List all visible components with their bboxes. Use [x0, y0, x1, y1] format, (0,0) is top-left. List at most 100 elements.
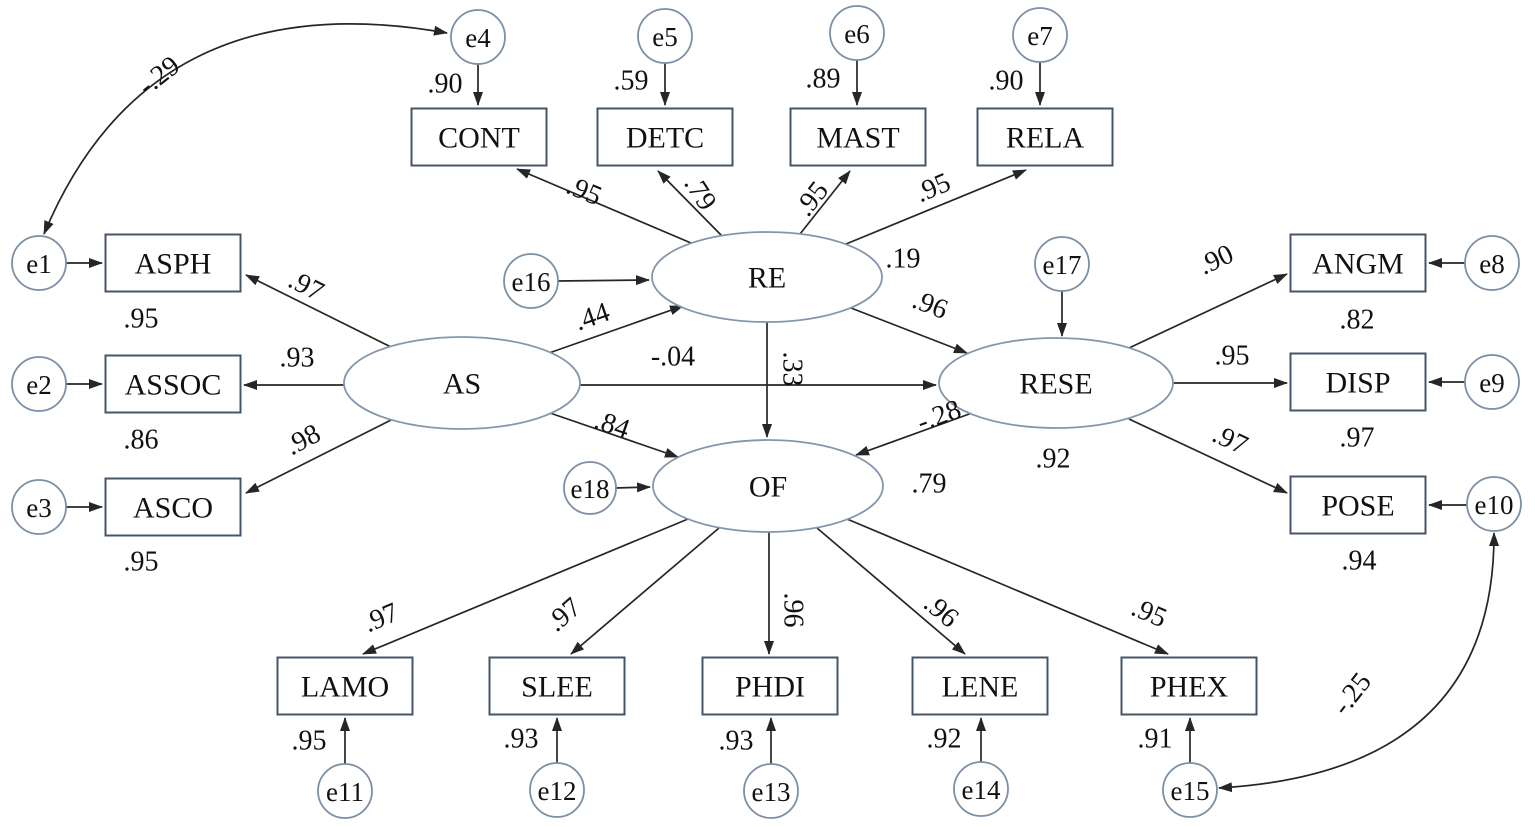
error-terms: e1 e2 e3 e4 e5 e6 e7 e8 e9 e10 e11 e12 e…: [11, 5, 1522, 819]
observed-assoc-label: ASSOC: [125, 369, 222, 402]
observed-slee-shape: [488, 656, 626, 716]
observed-angm-label: ANGM: [1312, 248, 1404, 281]
observed-asph: ASPH .95: [104, 233, 242, 335]
arrow-of-slee: [570, 527, 720, 655]
error-e13-shape: [743, 763, 799, 819]
error-e3-label: e3: [26, 493, 51, 523]
latent-of: OF .79: [652, 439, 947, 533]
arrow-of-lene: [816, 527, 966, 655]
arrow-as-asph: [245, 274, 392, 348]
observed-pose-shape: [1289, 475, 1427, 535]
observed-slee: SLEE .93: [488, 656, 626, 755]
arrow-rese-of: [855, 412, 973, 456]
observed-lene-shape: [911, 656, 1049, 716]
observed-disp-shape: [1289, 352, 1427, 412]
error-e13-label: e13: [752, 777, 791, 807]
observed-rela-r2: .90: [989, 66, 1024, 97]
observed-phex-r2: .91: [1138, 724, 1173, 755]
latent-re-r2: .19: [886, 244, 921, 275]
observed-asco-r2: .95: [124, 547, 159, 578]
observed-phex: PHEX .91: [1120, 656, 1258, 755]
observed-rela: RELA .90: [976, 66, 1114, 167]
latent-as: AS: [343, 336, 581, 430]
error-e6-label: e6: [844, 19, 869, 49]
observed-cont: CONT .90: [410, 69, 548, 167]
latent-re-shape: [651, 231, 883, 323]
error-e14-shape: [953, 761, 1009, 817]
observed-detc-r2: .59: [614, 66, 649, 97]
latent-of-label: OF: [749, 471, 787, 504]
observed-angm: ANGM .82: [1289, 233, 1427, 336]
observed-slee-r2: .93: [504, 724, 539, 755]
observed-mast-r2: .89: [806, 64, 841, 95]
path-as-rese: -.04: [651, 342, 695, 373]
error-e6-shape: [829, 5, 885, 61]
error-e1-label: e1: [26, 249, 51, 279]
observed-slee-label: SLEE: [521, 671, 593, 704]
observed-disp-r2: .97: [1340, 423, 1375, 454]
observed-rela-shape: [976, 107, 1114, 167]
loading-arrows: [243, 168, 1288, 655]
arrow-of-lamo: [362, 518, 689, 655]
arrow-re-mast: [799, 170, 851, 235]
loading-as-assoc: .93: [280, 343, 315, 374]
arrow-re-rese: [850, 307, 968, 354]
error-e4-label: e4: [465, 23, 491, 53]
error-e11-shape: [317, 763, 373, 819]
error-e17-shape: [1034, 236, 1090, 292]
observed-assoc-r2: .86: [124, 425, 159, 456]
observed-phdi-shape: [701, 656, 839, 716]
latent-of-shape: [652, 439, 884, 533]
error-e18-shape: [563, 461, 617, 515]
error-e2-shape: [11, 356, 67, 412]
observed-angm-shape: [1289, 233, 1427, 293]
observed-detc-shape: [596, 107, 734, 167]
observed-cont-shape: [410, 107, 548, 167]
error-e15-shape: [1162, 762, 1218, 818]
observed-angm-r2: .82: [1340, 305, 1375, 336]
error-e5-label: e5: [652, 22, 677, 52]
error-e8-label: e8: [1479, 249, 1504, 279]
observed-lamo-r2: .95: [292, 726, 327, 757]
observed-disp-label: DISP: [1325, 367, 1390, 400]
observed-detc: DETC .59: [596, 66, 734, 167]
observed-lamo-shape: [276, 656, 414, 716]
latent-rese: RESE .92: [938, 337, 1174, 475]
covariance-arc-e1-e4: [43, 23, 448, 235]
path-re-of: .33: [777, 352, 808, 387]
observed-rela-label: RELA: [1006, 122, 1085, 155]
observed-mast: MAST .89: [789, 64, 927, 167]
observed-lamo: LAMO .95: [276, 656, 414, 757]
error-e7-label: e7: [1027, 21, 1052, 51]
error-e10-label: e10: [1475, 490, 1514, 520]
arrow-rese-angm: [1128, 273, 1288, 349]
error-e5-shape: [637, 8, 693, 64]
latent-re-label: RE: [748, 262, 786, 295]
error-e18-label: e18: [571, 474, 610, 504]
latent-as-label: AS: [443, 368, 481, 401]
arrow-as-re: [548, 305, 684, 354]
loading-of-phdi: .96: [778, 593, 809, 628]
arrow-as-asco: [245, 419, 392, 494]
observed-cont-r2: .90: [428, 69, 463, 100]
error-e8-shape: [1464, 235, 1520, 291]
error-e10-shape: [1466, 476, 1522, 532]
error-e1-shape: [11, 235, 67, 291]
error-e4-shape: [450, 9, 506, 65]
observed-asco-shape: [104, 477, 242, 537]
error-e2-label: e2: [26, 370, 51, 400]
latent-rese-shape: [938, 337, 1174, 429]
observed-pose-label: POSE: [1321, 490, 1394, 523]
observed-disp: DISP .97: [1289, 352, 1427, 454]
arrow-rese-pose: [1128, 418, 1288, 494]
latent-rese-r2: .92: [1036, 444, 1071, 475]
covariance-arc-e15-e10: [1218, 532, 1500, 793]
observed-lamo-label: LAMO: [301, 671, 389, 704]
observed-detc-label: DETC: [626, 122, 704, 155]
loading-rese-disp: .95: [1215, 341, 1250, 372]
error-e12-label: e12: [538, 776, 577, 806]
arrow-e16-re: [557, 275, 650, 286]
error-e9-label: e9: [1479, 368, 1504, 398]
arrow-of-phex: [846, 518, 1169, 655]
